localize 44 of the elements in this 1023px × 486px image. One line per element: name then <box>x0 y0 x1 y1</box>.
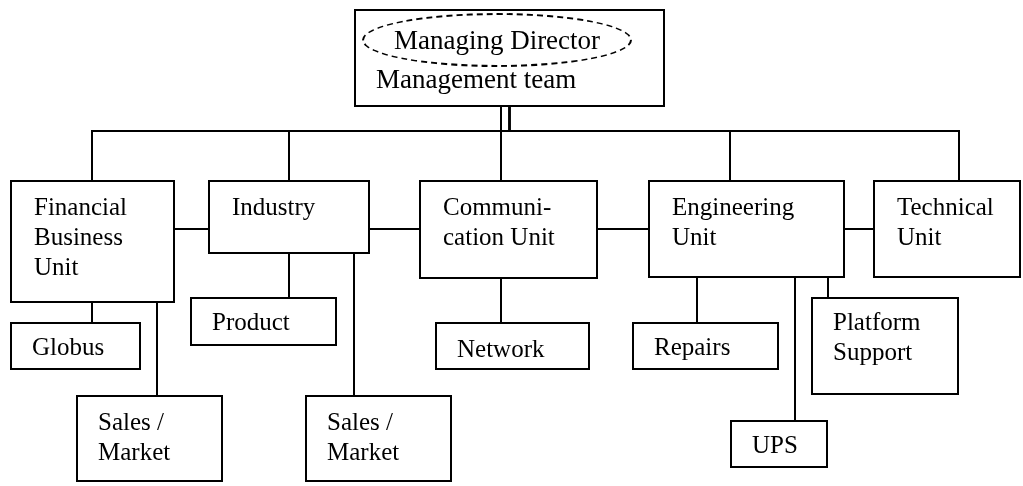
node-text: Communi-cation Unit <box>443 192 556 252</box>
org-box <box>873 180 1021 278</box>
node-text: Management team <box>376 63 577 96</box>
org-box <box>76 395 223 482</box>
org-box <box>208 180 370 254</box>
org-box <box>648 180 845 278</box>
org-box <box>10 322 141 370</box>
connector-line <box>174 228 209 230</box>
connector-line <box>369 228 420 230</box>
connector-line <box>91 302 93 323</box>
node-text: Managing Director <box>393 26 601 54</box>
node-text: Repairs <box>654 332 731 362</box>
node-text: Technical Unit <box>897 192 995 252</box>
dashed-ellipse <box>362 13 632 67</box>
connector-line <box>696 277 698 323</box>
org-box <box>811 297 959 395</box>
org-box <box>354 9 665 107</box>
node-text: Product <box>212 307 290 337</box>
node-text: Platform Support <box>833 307 922 367</box>
connector-line <box>500 278 502 323</box>
connector-line <box>353 253 355 396</box>
node-text: UPS <box>752 430 798 460</box>
connector-line <box>597 228 649 230</box>
node-text: Network <box>457 334 545 364</box>
node-text: Sales / Market <box>98 407 172 467</box>
connector-line <box>844 228 874 230</box>
node-text: Sales / Market <box>327 407 401 467</box>
connector-line <box>500 106 502 181</box>
connector-line <box>794 277 796 421</box>
node-text: Financial Business Unit <box>34 192 129 282</box>
org-box <box>190 297 337 346</box>
connector-line <box>156 302 158 396</box>
org-box <box>10 180 175 303</box>
org-box <box>730 420 828 468</box>
connector-line <box>288 253 290 298</box>
connector-line <box>827 277 829 298</box>
connector-line <box>508 106 960 181</box>
org-box <box>435 322 590 370</box>
org-box <box>419 180 598 279</box>
node-text: Globus <box>32 332 105 362</box>
node-text: Industry <box>232 192 316 222</box>
org-box <box>305 395 452 482</box>
node-text: Engineering Unit <box>672 192 796 252</box>
org-box <box>632 322 779 370</box>
